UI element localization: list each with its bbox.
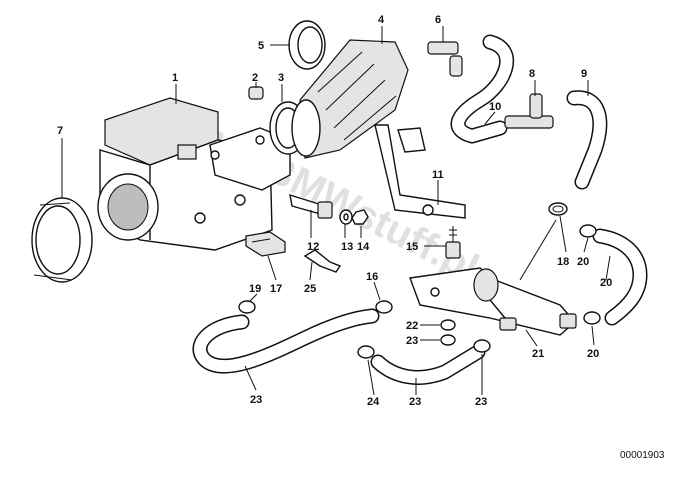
- label-part-13: 15: [406, 241, 418, 253]
- label-part-23-b: 23: [475, 396, 487, 408]
- part-11-coolant-housing: [409, 267, 577, 336]
- label-part-15: 23: [406, 335, 418, 347]
- part-14-washer: [440, 319, 456, 331]
- label-part-3: 12: [307, 241, 319, 253]
- drawing-number: 00001903: [620, 450, 665, 461]
- part-12-bracket: [374, 124, 466, 219]
- label-part-19: 23: [250, 394, 262, 406]
- label-part-8: 4: [378, 14, 385, 26]
- part-2-cap: [248, 86, 264, 100]
- clamp-23-mid-left: [357, 345, 375, 359]
- label-part-25: 25: [304, 283, 316, 295]
- part-9-clamp: [288, 20, 326, 70]
- label-part-14: 22: [406, 320, 418, 332]
- part-25-flap: [303, 249, 342, 273]
- callout-labels: 1 2 12 13 14 7 3 4 5 6 21 11 15 22 23 10…: [57, 14, 612, 408]
- part-8-intake-boot: [291, 39, 409, 159]
- clamp-20-top: [548, 202, 568, 216]
- part-13-stud: [445, 226, 461, 259]
- part-4-washer: [339, 209, 353, 225]
- clamp-23-top: [579, 224, 597, 238]
- leader-lines: [61, 26, 611, 396]
- part-18-hose: [566, 90, 608, 190]
- clamp-20-left: [238, 300, 256, 314]
- label-part-20-mid: 16: [366, 271, 378, 283]
- label-part-2: 2: [252, 72, 258, 84]
- label-part-4: 13: [341, 241, 353, 253]
- label-part-11: 21: [532, 348, 544, 360]
- part-17-t-connector: [504, 93, 554, 129]
- label-part-20-left: 19: [249, 283, 261, 295]
- label-part-16: 10: [489, 101, 501, 113]
- part-19-hose: [192, 308, 380, 374]
- clamp-23-right: [583, 311, 601, 325]
- part-21-hose: [592, 228, 648, 326]
- clamp-20-mid: [375, 300, 393, 314]
- label-part-6: 7: [57, 125, 63, 137]
- part-3-sensor: [289, 193, 333, 219]
- part-1-throttle-housing: [97, 97, 291, 251]
- label-part-24: 17: [270, 283, 282, 295]
- label-part-23-a: 24: [367, 396, 380, 408]
- label-part-17: 8: [529, 68, 535, 80]
- part-10-t-connector: [427, 41, 463, 77]
- part-5-nut: [351, 209, 369, 225]
- label-part-12: 11: [432, 169, 444, 181]
- label-part-23-d: 20: [587, 348, 599, 360]
- label-part-10: 6: [435, 14, 441, 26]
- label-part-9: 5: [258, 40, 264, 52]
- label-part-20-right: 18: [557, 256, 569, 268]
- part-16-hose: [450, 34, 515, 144]
- label-part-18: 9: [581, 68, 587, 80]
- label-part-23-c: 20: [577, 256, 589, 268]
- label-part-5: 14: [357, 241, 370, 253]
- part-6-clamp-ring: [31, 197, 93, 283]
- part-15-nut: [440, 334, 456, 346]
- part-24-connector: [245, 231, 286, 257]
- label-part-1: 1: [172, 72, 178, 84]
- part-22-hose: [370, 344, 486, 385]
- label-part-7: 3: [278, 72, 284, 84]
- clamp-23-mid-right: [473, 339, 491, 353]
- label-part-22: 23: [409, 396, 421, 408]
- label-part-21: 20: [600, 277, 612, 289]
